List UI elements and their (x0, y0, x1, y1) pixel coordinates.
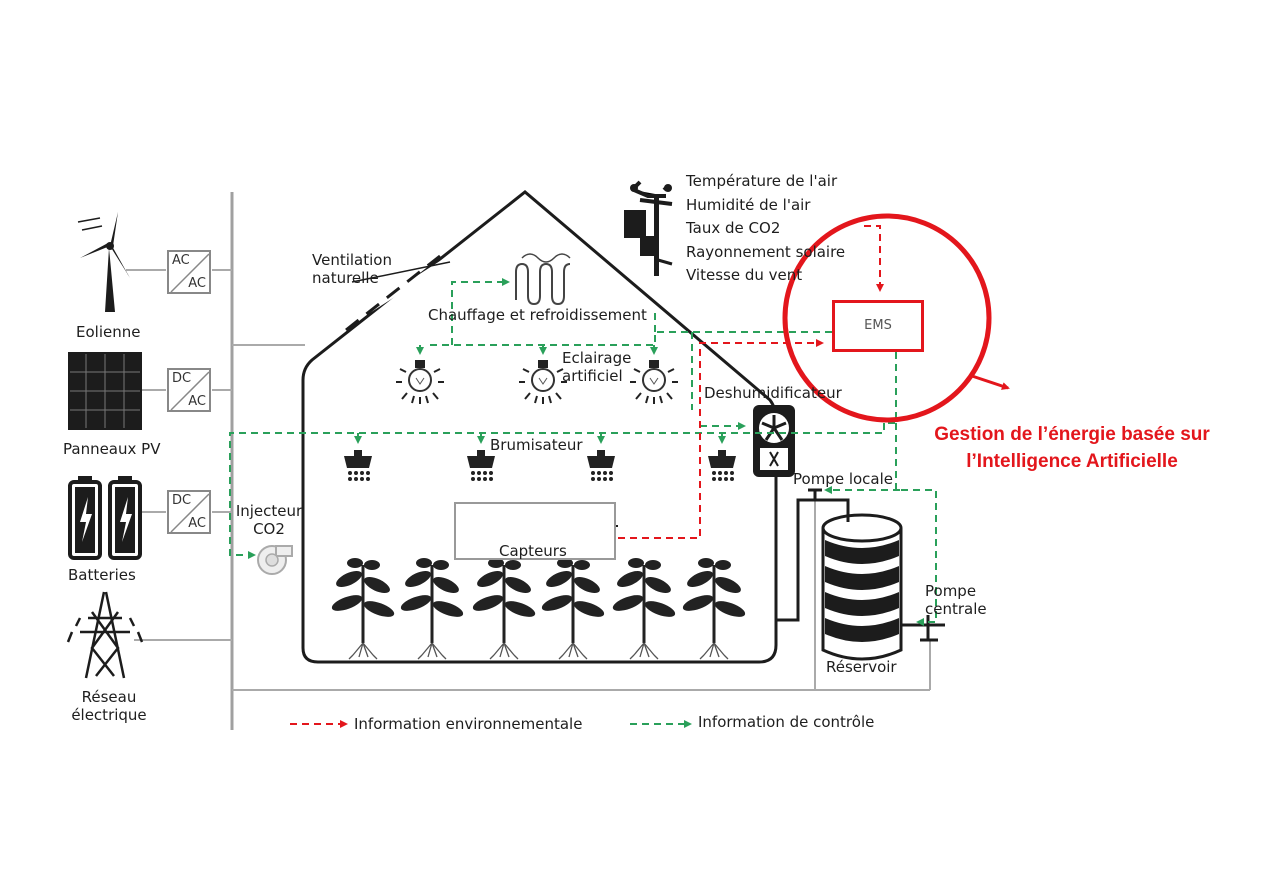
light-bulb-icon (395, 359, 445, 405)
weather-item-co2: Taux de CO2 (686, 219, 781, 237)
environmental-information-lines (618, 225, 884, 539)
converter-ac-ac: AC AC (167, 250, 211, 294)
mister-icon (587, 450, 615, 481)
weather-measurements-list: Température de l'air Humidité de l'air T… (686, 170, 845, 288)
plant-icon (538, 556, 608, 661)
label-capteurs: Capteurs (499, 542, 567, 560)
label-eolienne: Eolienne (76, 323, 141, 341)
label-eclairage: Eclairage artificiel (562, 349, 632, 385)
sensors-box (454, 502, 616, 560)
battery-icon (68, 476, 142, 560)
label-brumisateur: Brumisateur (490, 436, 583, 454)
plant-icon (469, 556, 539, 661)
wind-turbine-icon (77, 212, 130, 312)
weather-item-radiation: Rayonnement solaire (686, 242, 846, 261)
legend-control-label: Information de contrôle (698, 713, 875, 731)
co2-injector-icon (257, 545, 293, 575)
weather-item-wind: Vitesse du vent (686, 266, 803, 284)
plant-icon (609, 556, 679, 661)
ems-annotation: Gestion de l’énergie basée sur l’Intelli… (934, 424, 1210, 472)
label-reseau: Réseau électrique (71, 688, 147, 724)
label-panneaux-pv: Panneaux PV (63, 440, 161, 458)
local-pump-pipe (776, 498, 850, 622)
weather-item-temperature: Température de l'air (686, 172, 838, 190)
label-chauffage: Chauffage et refroidissement (428, 306, 647, 324)
label-deshumidificateur: Deshumidificateur (704, 384, 842, 402)
solar-panel-icon (68, 352, 142, 430)
plant-icon (397, 556, 467, 661)
converter-dc-ac-pv: DC AC (167, 368, 211, 412)
light-bulb-icon (629, 359, 679, 405)
label-pompe-locale: Pompe locale (793, 470, 893, 488)
dehumidifier-icon (753, 405, 795, 477)
weather-item-humidity: Humidité de l'air (686, 195, 811, 214)
heating-coil-icon (515, 262, 571, 306)
label-pompe-centrale: Pompe centrale (925, 582, 987, 618)
power-pylon-icon (66, 591, 144, 679)
ems-label: EMS (864, 318, 892, 333)
control-information-lines (229, 278, 937, 626)
mister-icon (344, 450, 372, 481)
reservoir-tank-icon (821, 513, 903, 661)
label-injecteur: Injecteur CO2 (235, 502, 303, 538)
mister-icon (467, 450, 495, 481)
central-pump-pipe (901, 615, 945, 642)
ventilation-opening (348, 259, 446, 325)
label-ventilation: Ventilation naturelle (312, 251, 392, 287)
label-batteries: Batteries (68, 566, 136, 584)
label-reservoir: Réservoir (826, 658, 897, 676)
plant-icon (328, 556, 398, 661)
ems-highlight-arrow (971, 374, 1010, 390)
weather-station-icon (624, 180, 673, 276)
plant-icon (679, 556, 749, 661)
ems-box: EMS (832, 300, 924, 352)
converter-dc-ac-battery: DC AC (167, 490, 211, 534)
light-bulb-icon (518, 359, 568, 405)
legend-environmental-label: Information environnementale (354, 715, 583, 733)
ems-highlight-circle (782, 213, 992, 423)
mister-icon (708, 450, 736, 481)
